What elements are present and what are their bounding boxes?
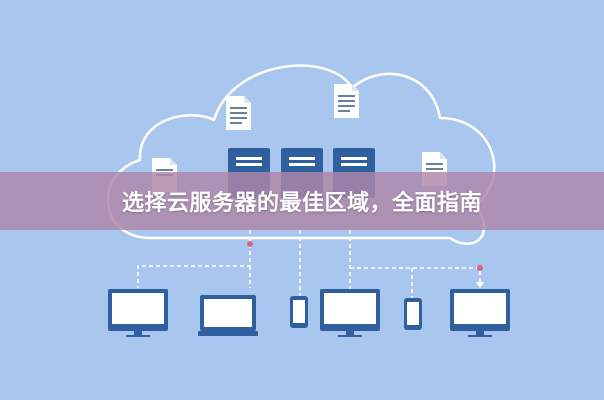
monitor-icon [108,289,168,337]
network-connectors [137,230,481,298]
laptop-icon [198,295,258,336]
monitor-icon [320,289,380,337]
title-banner: 选择云服务器的最佳区域，全面指南 [0,172,604,230]
arrow-down-icon [476,282,484,288]
monitor-icon [450,289,510,337]
phone-icon [404,298,422,330]
phone-icon [290,296,308,328]
document-icon [334,84,359,118]
connector-dot [247,241,253,247]
connector-dot [477,265,483,271]
document-icon [226,96,251,130]
banner-title: 选择云服务器的最佳区域，全面指南 [121,191,482,216]
